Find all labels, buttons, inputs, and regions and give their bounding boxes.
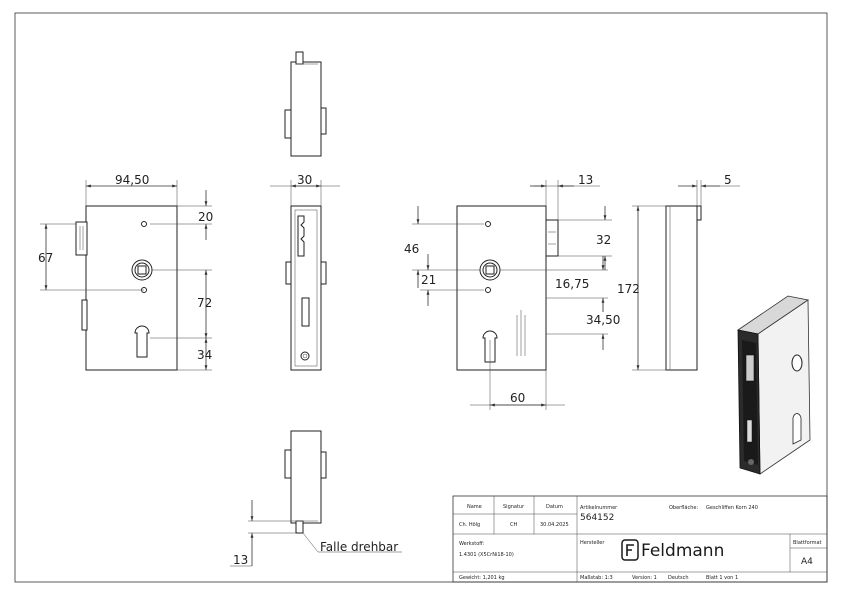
side-dimensions: 30 [270,173,340,206]
manufacturer-label: Hersteller [580,540,605,546]
format-label: Blattformat [793,540,822,546]
dim-front-bottom: 34 [197,348,212,362]
col-date: Datum [546,504,563,510]
surface-label: Oberfläche: [669,505,698,511]
article-label: Artikelnummer [580,505,618,511]
article-number: 564152 [580,513,614,523]
dim-front-left: 67 [38,251,53,265]
isometric-render [736,295,811,475]
sheet-border [14,12,828,583]
front-view [75,205,178,371]
feldmann-logo-icon [621,539,639,561]
surface-value: Geschliffen Korn 240 [706,505,758,511]
front-dimensions: 94,50 20 67 72 34 [38,173,213,371]
weight: Gewicht: 1,201 kg [459,575,505,581]
dim-end-top: 5 [724,173,732,187]
dim-bottom: 13 [233,553,248,567]
col-signature: Signatur [503,504,525,510]
rear-dimensions: 13 32 46 21 16,75 34,50 60 [404,173,620,410]
dim-end-height: 172 [617,282,640,296]
dim-rear-1675: 16,75 [555,277,589,291]
dim-rear-46: 46 [404,242,419,256]
language: Deutsch [668,575,689,581]
format-value: A4 [801,557,813,567]
drawing-date: 30.04.2025 [540,522,569,528]
top-view [284,51,327,157]
dim-rear-top: 13 [578,173,593,187]
material-label: Werkstoff: [459,541,485,547]
drafter-name: Ch. Hölg [459,522,480,528]
drafter-signature: CH [510,522,517,528]
dim-rear-pins: 32 [596,233,611,247]
dim-front-width: 94,50 [115,173,149,187]
end-view [665,205,702,371]
title-block: Name Signatur Datum Ch. Hölg CH 30.04.20… [452,495,828,583]
bottom-dimensions: 13 Falle drehbar [230,500,402,567]
scale: Maßstab: 1:3 [580,575,613,581]
dim-front-mid: 72 [197,296,212,310]
dim-rear-bottom: 60 [510,391,525,405]
dim-rear-21: 21 [421,273,436,287]
material-value: 1.4301 (X5CrNi18-10) [459,552,514,558]
end-dimensions: 5 172 [617,173,740,371]
col-name: Name [467,504,482,510]
version: Version: 1 [632,575,657,581]
side-view [285,205,327,371]
dim-front-top: 20 [198,210,213,224]
brand-name: Feldmann [641,541,724,561]
dim-rear-3450: 34,50 [586,313,620,327]
sheet-number: Blatt 1 von 1 [706,575,738,581]
dim-side-width: 30 [297,173,312,187]
bottom-view [284,430,327,534]
label-falle-drehbar: Falle drehbar [320,540,398,554]
rear-view [456,205,559,371]
